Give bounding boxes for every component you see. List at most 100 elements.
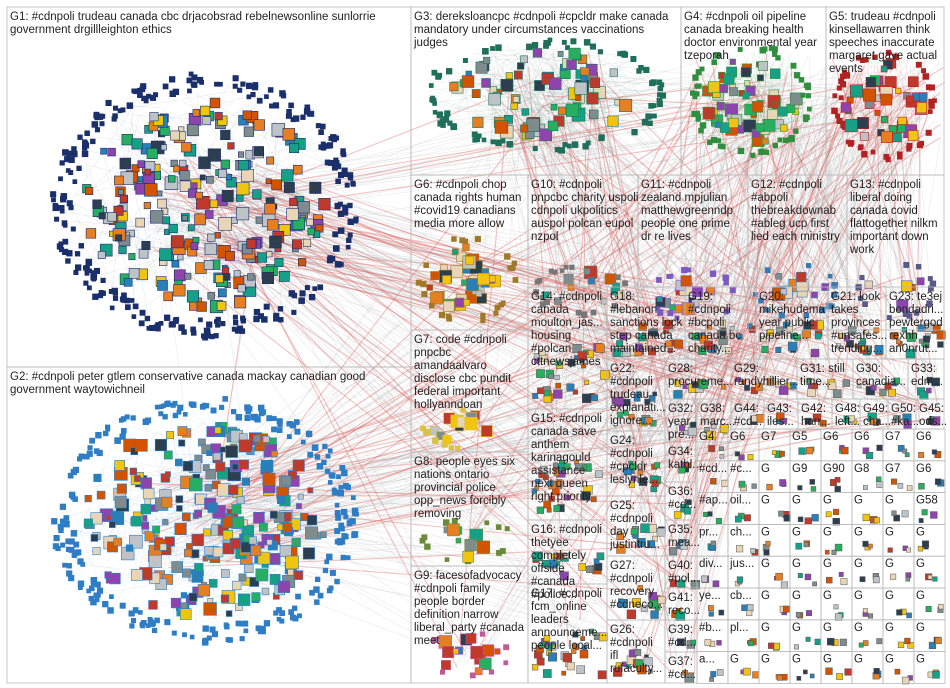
- node: [475, 137, 481, 143]
- node: [787, 341, 798, 352]
- node: [699, 66, 705, 72]
- node: [737, 147, 745, 155]
- node: [138, 320, 145, 327]
- node: [55, 545, 61, 552]
- edge: [183, 481, 638, 638]
- node: [677, 638, 685, 646]
- edge: [896, 136, 942, 414]
- edge: [207, 128, 762, 203]
- edge: [193, 196, 796, 409]
- node: [236, 496, 245, 505]
- edge: [433, 48, 484, 99]
- edge: [164, 197, 863, 318]
- group-cell-label: ye...: [699, 590, 721, 602]
- node: [63, 515, 70, 521]
- node: [182, 568, 192, 578]
- node: [334, 578, 340, 585]
- node: [667, 347, 674, 354]
- group-label-line: G36:: [668, 486, 693, 498]
- node: [246, 239, 257, 249]
- node: [581, 491, 591, 501]
- edge: [522, 136, 778, 383]
- group-label-line: #cdneco...: [610, 599, 663, 611]
- group-cell-label: ch...: [730, 526, 752, 538]
- group-label-line: marc...: [700, 416, 735, 428]
- edge: [565, 59, 582, 304]
- node: [114, 460, 125, 471]
- node: [555, 360, 561, 367]
- node: [614, 397, 624, 407]
- edge: [694, 81, 698, 675]
- node: [341, 469, 348, 477]
- group-label-line: work: [849, 244, 875, 256]
- edge: [638, 76, 712, 591]
- edge: [676, 75, 725, 618]
- node: [488, 93, 501, 106]
- edge: [855, 68, 868, 145]
- node: [543, 298, 550, 306]
- node: [238, 160, 249, 171]
- node: [163, 291, 174, 302]
- edge: [225, 376, 919, 505]
- node: [533, 551, 543, 561]
- node: [811, 291, 818, 299]
- node: [236, 182, 250, 196]
- group-label-line: #cd...: [668, 637, 696, 649]
- node: [800, 92, 806, 98]
- node: [648, 668, 653, 674]
- edge: [253, 492, 643, 585]
- edge: [235, 310, 657, 476]
- node: [690, 580, 700, 590]
- node: [863, 485, 868, 490]
- group-cell-label: G7: [761, 431, 776, 443]
- node: [448, 445, 454, 451]
- node: [637, 470, 644, 476]
- node: [202, 116, 212, 126]
- node: [927, 574, 933, 580]
- node: [315, 123, 321, 129]
- edge: [547, 140, 731, 338]
- node: [462, 57, 468, 63]
- group-label-line: mikehudema: [759, 304, 825, 316]
- edge: [481, 123, 830, 653]
- edge: [254, 401, 801, 527]
- node: [283, 182, 295, 193]
- node: [512, 277, 519, 283]
- group-label-g1: G1: #cdnpoli trudeau canada cbc drjacobs…: [10, 11, 376, 36]
- node: [562, 652, 572, 663]
- group-cell-label: G8: [854, 463, 869, 475]
- node: [442, 275, 452, 285]
- node: [220, 320, 226, 327]
- group-label-line: charity...: [688, 343, 731, 355]
- edge: [765, 147, 863, 329]
- group-label-line: ifl: [610, 650, 618, 662]
- edge: [665, 98, 735, 469]
- edge: [468, 130, 755, 269]
- edge: [859, 104, 872, 155]
- node: [896, 299, 909, 312]
- node: [196, 76, 204, 84]
- node: [695, 69, 702, 76]
- node: [57, 523, 64, 530]
- node: [421, 534, 428, 541]
- node: [144, 183, 158, 197]
- node: [225, 174, 233, 181]
- node: [856, 383, 862, 389]
- edge: [590, 96, 672, 657]
- edge: [243, 199, 695, 538]
- node: [89, 437, 95, 444]
- edge: [735, 106, 872, 409]
- node: [119, 602, 126, 609]
- edge: [217, 199, 458, 668]
- edge: [278, 446, 309, 452]
- group-cell-label: G: [823, 558, 832, 570]
- node: [630, 55, 637, 62]
- node: [550, 103, 558, 111]
- node: [181, 142, 192, 153]
- node: [541, 560, 550, 568]
- node: [930, 511, 938, 519]
- group-label-line: G11: #cdnpoli: [641, 179, 711, 191]
- edge: [452, 81, 927, 292]
- edge: [825, 125, 936, 395]
